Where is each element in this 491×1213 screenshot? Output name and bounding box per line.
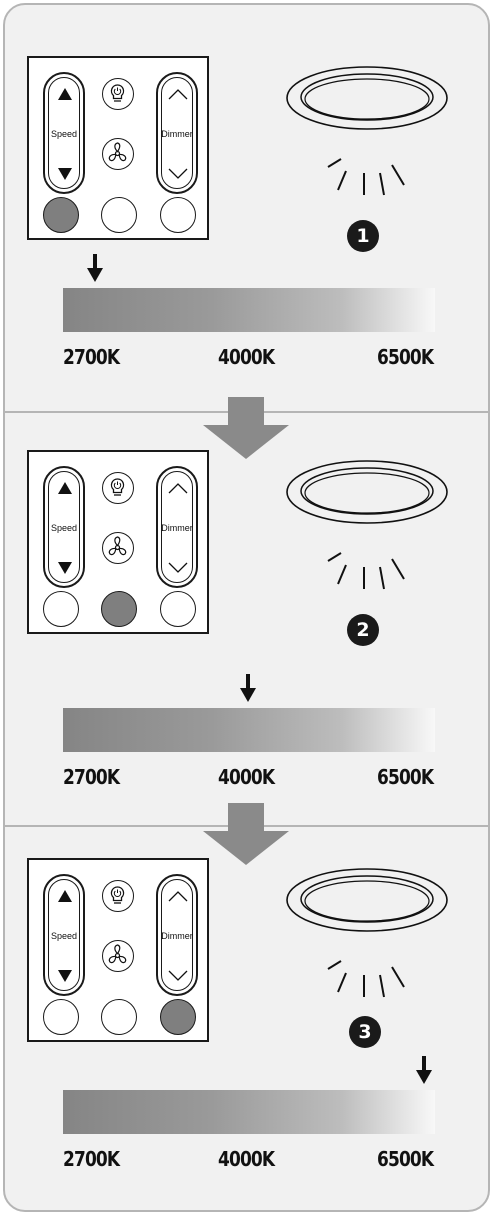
fan-icon (108, 536, 127, 556)
color-temp-button-2[interactable] (101, 591, 137, 627)
dimmer-rocker[interactable]: Dimmer (156, 874, 198, 996)
power-bulb-icon (110, 84, 125, 102)
color-temp-button-1[interactable] (43, 591, 79, 627)
fan-icon (108, 142, 127, 162)
color-temp-button-2[interactable] (101, 197, 137, 233)
down-arrow-icon (87, 254, 103, 282)
dimmer-up-icon (168, 891, 188, 902)
step-panel-2: Speed Dimmer (5, 5, 488, 825)
dimmer-up-icon (168, 483, 188, 494)
speed-down-icon (58, 562, 72, 574)
scale-label-4000k: 4000K (218, 765, 275, 789)
dimmer-rocker[interactable]: Dimmer (156, 466, 198, 588)
speed-down-icon (58, 168, 72, 180)
color-temp-button-3[interactable] (160, 197, 196, 233)
speed-rocker[interactable]: Speed (43, 72, 85, 194)
dimmer-up-icon (168, 89, 188, 100)
color-temp-button-1[interactable] (43, 197, 79, 233)
scale-label-6500k: 6500K (377, 1147, 434, 1171)
speed-label: Speed (50, 129, 78, 139)
dimmer-down-icon (168, 168, 188, 179)
step-number-badge: 2 (347, 614, 379, 646)
instruction-frame: Speed Dimmer (3, 3, 490, 1212)
scale-label-6500k: 6500K (377, 345, 434, 369)
power-bulb-icon (110, 886, 125, 904)
dimmer-down-icon (168, 562, 188, 573)
transition-arrow-icon (203, 803, 289, 865)
speed-up-icon (58, 88, 72, 100)
color-temp-button-3[interactable] (160, 591, 196, 627)
dimmer-down-icon (168, 970, 188, 981)
ceiling-light-icon (286, 460, 448, 590)
dimmer-label: Dimmer (161, 129, 193, 139)
dimmer-label: Dimmer (161, 931, 193, 941)
transition-arrow-icon (203, 397, 289, 459)
power-bulb-icon (110, 478, 125, 496)
fan-button[interactable] (102, 532, 134, 564)
down-arrow-icon (240, 674, 256, 702)
wall-remote: Speed Dimmer (27, 858, 209, 1042)
ceiling-light-icon (286, 66, 448, 196)
color-temperature-scale (63, 288, 435, 332)
color-temperature-scale (63, 708, 435, 752)
down-arrow-icon (416, 1056, 432, 1084)
scale-label-2700k: 2700K (63, 1147, 120, 1171)
scale-label-2700k: 2700K (63, 345, 120, 369)
light-power-button[interactable] (102, 78, 134, 110)
dimmer-label: Dimmer (161, 523, 193, 533)
light-power-button[interactable] (102, 472, 134, 504)
speed-up-icon (58, 890, 72, 902)
scale-label-6500k: 6500K (377, 765, 434, 789)
speed-rocker[interactable]: Speed (43, 874, 85, 996)
fan-button[interactable] (102, 940, 134, 972)
color-temperature-scale (63, 1090, 435, 1134)
speed-label: Speed (50, 931, 78, 941)
step-number-badge: 3 (349, 1016, 381, 1048)
scale-label-2700k: 2700K (63, 765, 120, 789)
fan-button[interactable] (102, 138, 134, 170)
speed-down-icon (58, 970, 72, 982)
scale-label-4000k: 4000K (218, 345, 275, 369)
fan-icon (108, 944, 127, 964)
step-panel-1: Speed Dimmer (5, 5, 488, 411)
step-number-badge: 1 (347, 220, 379, 252)
color-temp-button-3[interactable] (160, 999, 196, 1035)
scale-label-4000k: 4000K (218, 1147, 275, 1171)
ceiling-light-icon (286, 868, 448, 998)
light-power-button[interactable] (102, 880, 134, 912)
dimmer-rocker[interactable]: Dimmer (156, 72, 198, 194)
wall-remote: Speed Dimmer (27, 56, 209, 240)
color-temp-button-1[interactable] (43, 999, 79, 1035)
wall-remote: Speed Dimmer (27, 450, 209, 634)
speed-up-icon (58, 482, 72, 494)
speed-rocker[interactable]: Speed (43, 466, 85, 588)
speed-label: Speed (50, 523, 78, 533)
color-temp-button-2[interactable] (101, 999, 137, 1035)
step-panel-3: Speed Dimmer (5, 5, 488, 1210)
